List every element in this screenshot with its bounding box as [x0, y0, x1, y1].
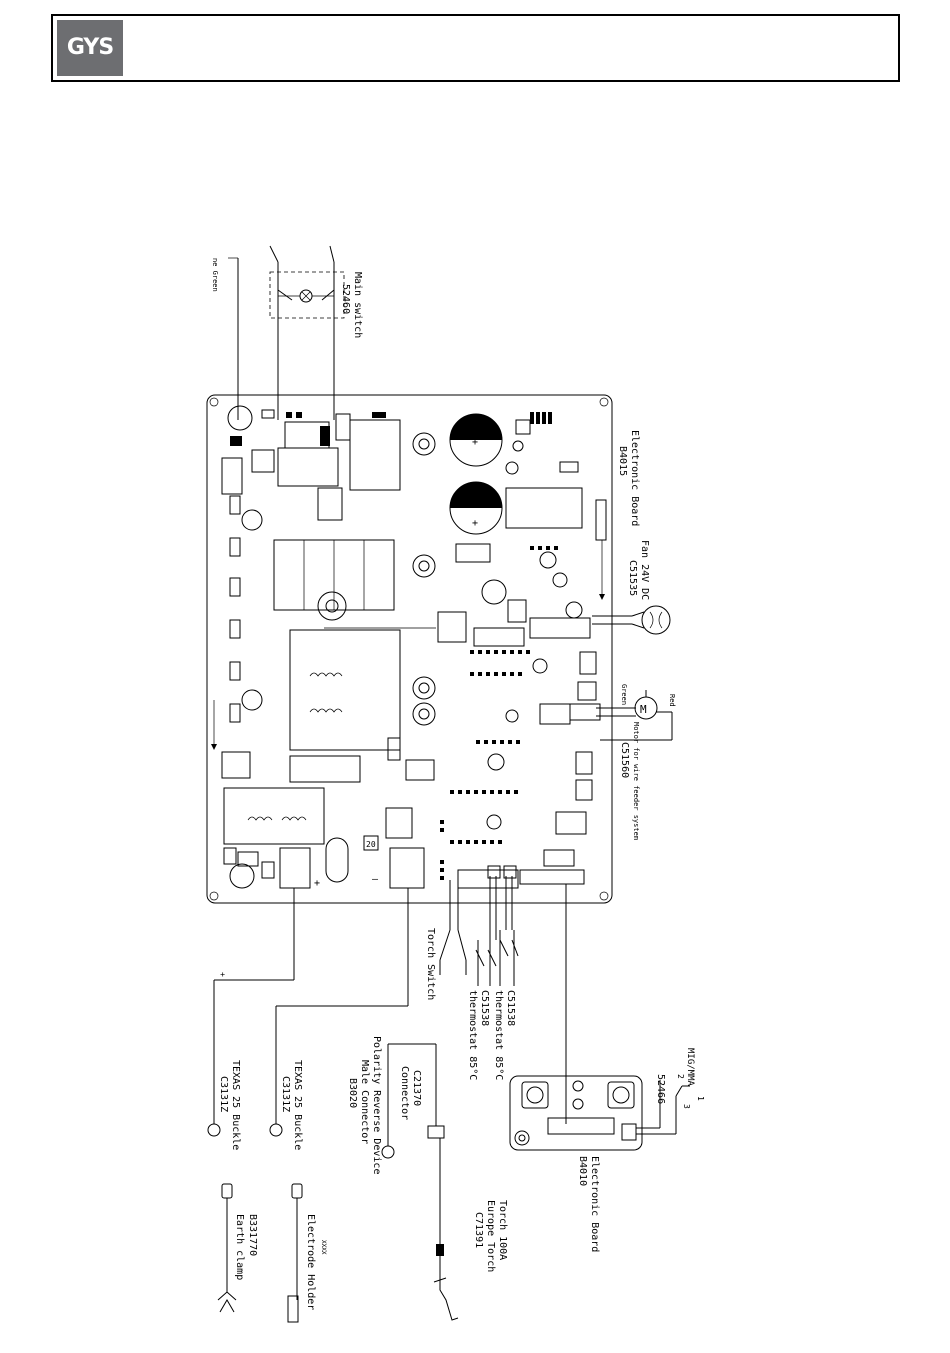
- label-main-switch-ref: 52460: [340, 284, 351, 314]
- label-electrode-holder: Electrode Holder: [305, 1214, 316, 1310]
- electrode-holder-icon: [287, 1295, 299, 1323]
- fan-assembly: [592, 605, 671, 635]
- mains-wiring: [228, 245, 345, 420]
- label-mig-mma: MIG/MMA: [685, 1048, 695, 1087]
- svg-text:+: +: [472, 437, 478, 448]
- label-texas2: TEXAS 25 Buckle: [292, 1060, 303, 1150]
- svg-text:+: +: [472, 518, 478, 529]
- label-electronic-board-2: Electronic Board: [589, 1156, 600, 1252]
- polarity-connector-icon: [381, 1145, 395, 1159]
- label-fan-ref: C51535: [627, 560, 638, 596]
- label-switch-ref: 52466: [655, 1074, 666, 1104]
- output-cables: [207, 888, 459, 1323]
- label-torch: Torch 100A: [497, 1200, 508, 1260]
- plus-terminal-label: +: [314, 878, 320, 889]
- motor-assembly: M: [596, 690, 673, 741]
- texas-buckle-2-icon: [269, 1123, 283, 1137]
- torch-switch-thermostats: [439, 876, 519, 986]
- label-motor-green: Green: [620, 684, 628, 705]
- label-motor: Motor for wire feeder system: [632, 722, 640, 840]
- label-main-switch: Main switch: [352, 272, 363, 338]
- label-earth-clamp: Earth clamp: [234, 1214, 245, 1280]
- minus-terminal-label: —: [372, 874, 379, 885]
- label-torch-ref: C71391: [473, 1212, 484, 1248]
- earth-clamp-icon: [217, 1291, 237, 1313]
- label-thermostat2-ref: C51538: [505, 990, 516, 1026]
- label-earth-ref: B331770: [247, 1214, 258, 1256]
- header-frame: GYS: [51, 14, 900, 82]
- fan-icon: [641, 605, 671, 635]
- label-texas1: TEXAS 25 Buckle: [230, 1060, 241, 1150]
- label-motor-ref: C51560: [619, 742, 630, 778]
- label-connector-ref: C21370: [411, 1070, 422, 1106]
- label-torch-sub: Europe Torch: [485, 1200, 496, 1272]
- label-fan: Fan 24V DC: [639, 540, 650, 600]
- electrode-holder-plug: [291, 1183, 303, 1199]
- label-thermostat1: thermostat 85°C: [467, 990, 478, 1080]
- label-electronic-board-2-ref: B4010: [577, 1156, 588, 1186]
- label-pin2: 2: [676, 1074, 685, 1079]
- label-thermostat1-ref: C51538: [479, 990, 490, 1026]
- label-motor-red: Red: [668, 694, 676, 707]
- label-plus-out: +: [218, 972, 227, 977]
- label-polarity-sub: Male Connector: [359, 1060, 370, 1144]
- label-texas1-ref: C3131Z: [218, 1076, 229, 1112]
- tag-20: 20: [366, 840, 376, 849]
- euro-torch-connector: [427, 1125, 445, 1139]
- gys-logo: GYS: [57, 20, 123, 76]
- label-torch-switch: Torch Switch: [425, 928, 436, 1000]
- label-connector: Connector: [399, 1066, 410, 1120]
- label-thermostat2: thermostat 85°C: [493, 990, 504, 1080]
- label-polarity-ref: B3020: [347, 1078, 358, 1108]
- svg-text:M: M: [640, 703, 647, 716]
- label-green-top: ne Green: [211, 258, 219, 292]
- label-pin1: 1: [696, 1096, 705, 1101]
- main-pcb: + +: [206, 394, 613, 904]
- main-switch-box: [269, 271, 345, 319]
- label-pin3: 3: [682, 1104, 691, 1109]
- electronic-board-b4010: [509, 884, 690, 1151]
- label-electronic-board-main: Electronic Board: [629, 430, 640, 526]
- earth-clamp-plug: [221, 1183, 233, 1199]
- label-electronic-board-main-ref: B4015: [617, 446, 628, 476]
- texas-buckle-1-icon: [207, 1123, 221, 1137]
- label-texas2-ref: C3131Z: [280, 1076, 291, 1112]
- label-electrode-tag: XXXX: [320, 1240, 327, 1255]
- label-polarity: Polarity Reverse Device: [371, 1036, 382, 1174]
